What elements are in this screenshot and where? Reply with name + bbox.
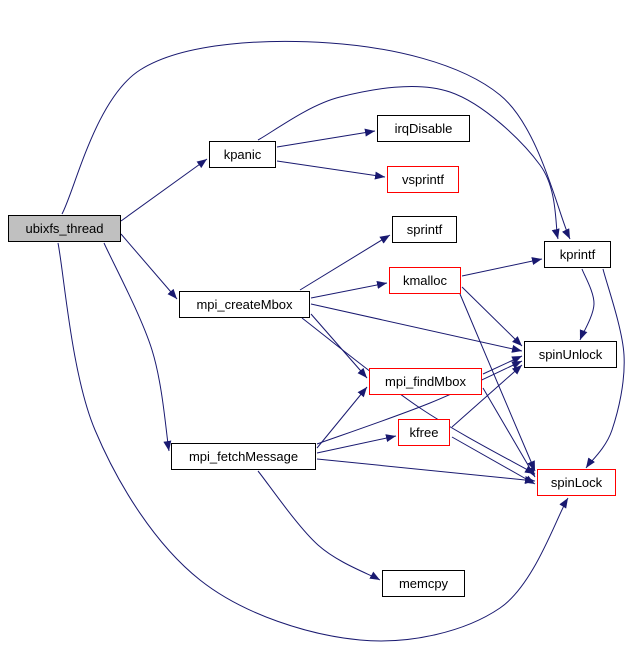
node-kfree[interactable]: kfree: [398, 419, 450, 446]
node-kprintf[interactable]: kprintf: [544, 241, 611, 268]
node-mpi_fetchMessage[interactable]: mpi_fetchMessage: [171, 443, 316, 470]
edge-kmalloc-to-kprintf: [461, 257, 543, 277]
edge-kpanic-to-irqDisable: [276, 128, 376, 148]
edge-mpi_findMbox-to-spinLock: [482, 387, 536, 478]
edge-ubixfs_thread-to-mpi_createMbox: [120, 233, 178, 300]
node-ubixfs_thread[interactable]: ubixfs_thread: [8, 215, 121, 242]
edge-mpi_createMbox-to-sprintf: [299, 234, 391, 291]
edge-mpi_createMbox-to-mpi_findMbox: [310, 313, 368, 379]
edge-kpanic-to-kprintf: [257, 85, 560, 240]
edge-mpi_fetchMessage-to-mpi_findMbox: [316, 386, 368, 449]
edge-kfree-to-spinUnlock: [451, 364, 523, 428]
node-vsprintf[interactable]: vsprintf: [387, 166, 459, 193]
edge-mpi_fetchMessage-to-memcpy: [257, 470, 381, 581]
node-kmalloc[interactable]: kmalloc: [389, 267, 461, 294]
node-mpi_findMbox[interactable]: mpi_findMbox: [369, 368, 482, 395]
edge-ubixfs_thread-to-kprintf: [61, 40, 571, 240]
node-spinLock[interactable]: spinLock: [537, 469, 616, 496]
node-kpanic[interactable]: kpanic: [209, 141, 276, 168]
edge-ubixfs_thread-to-spinLock: [57, 242, 569, 642]
edge-kfree-to-spinLock: [451, 436, 536, 485]
edge-ubixfs_thread-to-kpanic: [120, 158, 208, 222]
node-memcpy[interactable]: memcpy: [382, 570, 465, 597]
edge-mpi_fetchMessage-to-spinLock: [316, 458, 536, 484]
edge-mpi_createMbox-to-spinLock: [301, 317, 536, 475]
edge-kmalloc-to-spinLock: [459, 293, 536, 472]
node-mpi_createMbox[interactable]: mpi_createMbox: [179, 291, 310, 318]
node-sprintf[interactable]: sprintf: [392, 216, 457, 243]
edge-kprintf-to-spinUnlock: [579, 268, 595, 341]
node-spinUnlock[interactable]: spinUnlock: [524, 341, 617, 368]
edge-mpi_createMbox-to-kmalloc: [310, 281, 388, 299]
edge-mpi_createMbox-to-spinUnlock: [310, 303, 523, 353]
edge-kpanic-to-vsprintf: [276, 160, 386, 180]
edge-kprintf-to-spinLock: [585, 268, 625, 469]
edge-kmalloc-to-spinUnlock: [461, 286, 523, 347]
node-irqDisable[interactable]: irqDisable: [377, 115, 470, 142]
edge-mpi_fetchMessage-to-spinUnlock: [316, 360, 523, 445]
edge-mpi_fetchMessage-to-kfree: [316, 434, 397, 454]
edge-ubixfs_thread-to-mpi_fetchMessage: [103, 242, 172, 452]
edge-mpi_findMbox-to-spinUnlock: [482, 355, 523, 375]
